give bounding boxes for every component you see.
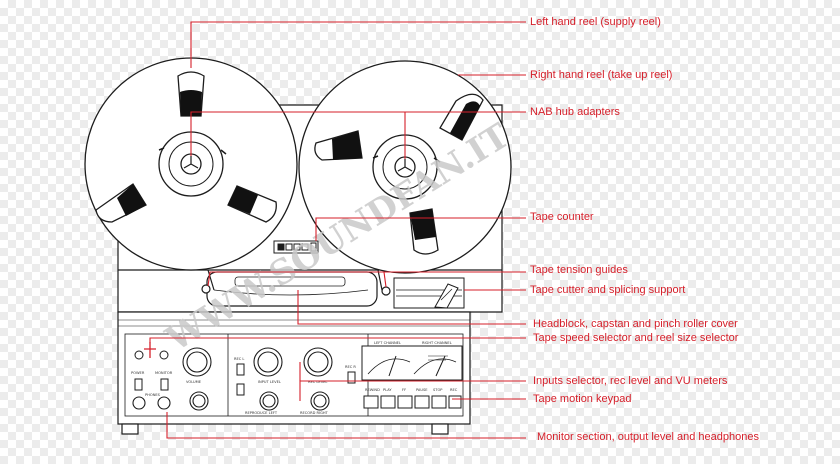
callout-line-guide-right: [383, 271, 387, 288]
callout-line-monitor: [166, 412, 526, 439]
switch-label-power: POWER: [131, 371, 145, 375]
bottom-right-label: RECORD RIGHT: [300, 411, 329, 415]
callout-line-nab-left: [190, 111, 526, 156]
phones-label: PHONES: [145, 393, 161, 397]
left-reel: [84, 57, 298, 271]
knob-label-input: INPUT LEVEL: [258, 380, 281, 384]
label-inputs-selector: Inputs selector, rec level and VU meters: [533, 375, 728, 387]
bottom-left-label: REPRODUCE LEFT: [245, 411, 278, 415]
knob-label-rec: REC LEVEL: [308, 380, 327, 384]
right-reel: [298, 60, 512, 274]
callout-line-guide-left: [207, 271, 526, 287]
label-nab-hub-adapters: NAB hub adapters: [530, 106, 620, 118]
key-label-stop: STOP: [433, 388, 443, 392]
label-headblock: Headblock, capstan and pinch roller cove…: [533, 318, 738, 330]
label-right-hand-reel: Right hand reel (take up reel): [530, 69, 673, 81]
callout-line-counter: [315, 217, 526, 241]
switch-label-rec-r: REC R: [345, 365, 356, 369]
panel-switches: [134, 342, 356, 396]
meter-left-label: LEFT CHANNEL: [374, 341, 401, 345]
callout-line-headblock: [297, 290, 526, 325]
panel-labels: LEFT CHANNEL RIGHT CHANNEL REWIND PLAY F…: [131, 341, 458, 415]
callout-line-speed: [149, 337, 526, 343]
vu-meters: [361, 345, 463, 381]
label-speed-selector: Tape speed selector and reel size select…: [533, 332, 739, 344]
knob-label-volume: VOLUME: [186, 380, 202, 384]
key-label-play: PLAY: [383, 388, 392, 392]
key-label-ff: FF: [402, 388, 406, 392]
label-monitor-section: Monitor section, output level and headph…: [537, 431, 759, 443]
label-tape-cutter: Tape cutter and splicing support: [530, 284, 686, 296]
label-tension-guides: Tape tension guides: [530, 264, 628, 276]
splicing-block: [393, 277, 465, 309]
key-label-pause: PAUSE: [416, 388, 428, 392]
callout-lines: [149, 21, 526, 439]
meter-right-label: RIGHT CHANNEL: [422, 341, 452, 345]
label-left-hand-reel: Left hand reel (supply reel): [530, 16, 661, 28]
tension-guide-left: [201, 269, 215, 294]
tape-counter: [273, 240, 319, 254]
tape-motion-keypad: [363, 395, 462, 409]
label-tape-motion-keypad: Tape motion keypad: [533, 393, 632, 405]
key-label-rewind: REWIND: [365, 388, 380, 392]
label-tape-counter: Tape counter: [530, 211, 594, 223]
key-label-rec: REC: [450, 388, 458, 392]
switch-label-rec-l: REC L: [234, 357, 244, 361]
callout-line-left-reel: [190, 21, 526, 68]
switch-label-monitor: MONITOR: [155, 371, 173, 375]
knobs: [132, 347, 333, 411]
